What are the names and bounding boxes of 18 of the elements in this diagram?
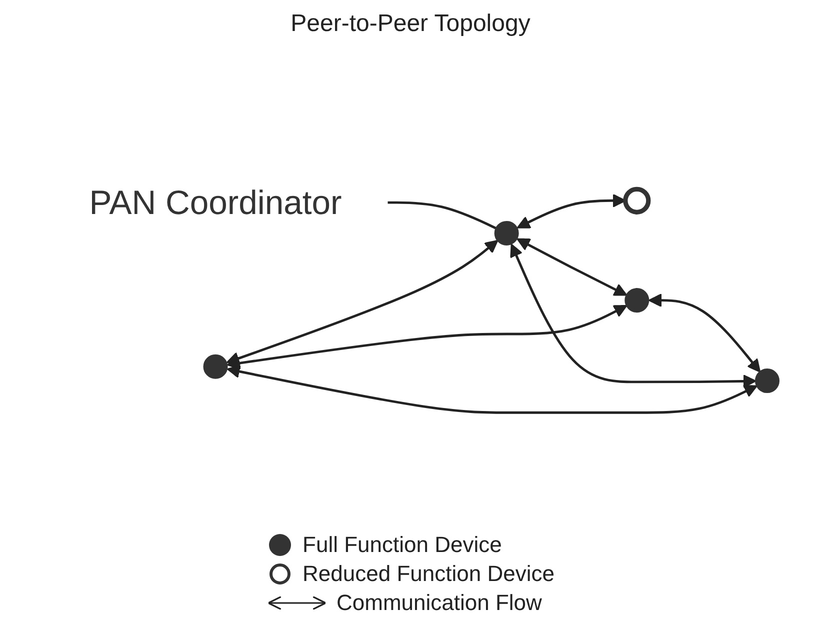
legend-text: Reduced Function Device xyxy=(302,561,554,587)
node-text: PAN Coordinator xyxy=(88,183,342,222)
node-circle xyxy=(202,354,228,379)
legend-text: Communication Flow xyxy=(336,590,542,616)
connector xyxy=(387,201,496,230)
arrow xyxy=(516,238,627,296)
node-circle xyxy=(622,186,650,214)
diagram-title: Peer-to-Peer Topology xyxy=(290,10,530,38)
node-circle xyxy=(494,221,518,246)
node-circle xyxy=(754,368,779,394)
arrow xyxy=(226,305,627,370)
node-circle xyxy=(624,288,649,313)
arrow xyxy=(226,364,757,414)
arrow xyxy=(516,194,626,228)
legend-text: Full Function Device xyxy=(302,532,502,558)
arrow xyxy=(226,240,498,365)
arrow xyxy=(648,294,760,373)
arrow xyxy=(510,244,756,388)
